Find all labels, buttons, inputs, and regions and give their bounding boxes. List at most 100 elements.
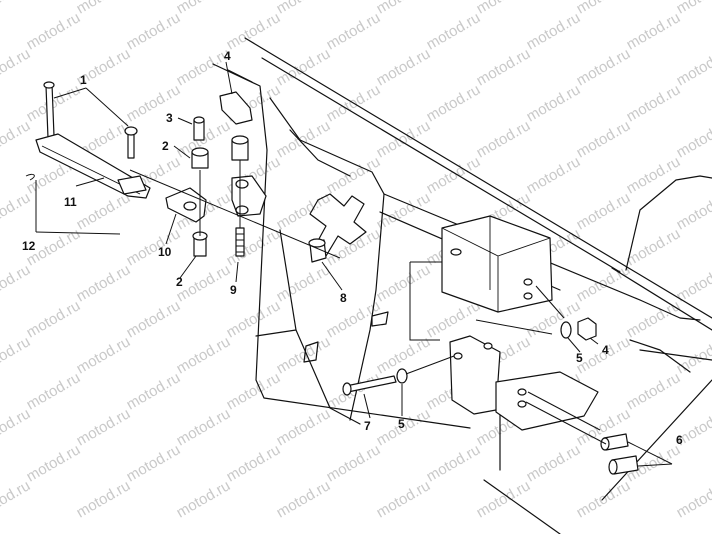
cotter-clip bbox=[25, 173, 35, 181]
watermark-text: motod.ru bbox=[624, 369, 684, 413]
watermark-text: motod.ru bbox=[624, 153, 684, 197]
callout-8: 8 bbox=[340, 291, 347, 305]
pin-lower bbox=[127, 131, 135, 159]
watermark-text: motod.ru bbox=[624, 81, 684, 125]
tie-rod-assembly bbox=[25, 81, 151, 235]
callout-5-left: 5 bbox=[398, 417, 405, 431]
watermark-text: motod.ru bbox=[74, 0, 134, 17]
watermark-text: motod.ru bbox=[524, 9, 584, 53]
nut bbox=[577, 317, 597, 341]
watermark-text: motod.ru bbox=[424, 81, 484, 125]
watermark-text: motod.ru bbox=[74, 405, 134, 449]
watermark-text: motod.ru bbox=[324, 225, 384, 269]
callout-4-right: 4 bbox=[602, 343, 609, 357]
watermark-text: motod.ru bbox=[0, 333, 33, 377]
watermark-text: motod.ru bbox=[674, 477, 712, 521]
watermark-text: motod.ru bbox=[0, 405, 33, 449]
callout-labels: 1 2 3 4 2 11 10 12 9 8 4 5 7 5 6 bbox=[22, 49, 683, 447]
right-bracket-assembly bbox=[342, 215, 639, 475]
watermark-text: motod.ru bbox=[24, 9, 84, 53]
watermark-text: motod.ru bbox=[74, 261, 134, 305]
watermark-text: motod.ru bbox=[274, 0, 334, 17]
pivot-bracket bbox=[165, 116, 209, 257]
callout-2-top: 2 bbox=[162, 139, 169, 153]
watermark-text: motod.ru bbox=[74, 477, 134, 521]
mounting-bracket bbox=[449, 335, 501, 415]
callout-leaders bbox=[53, 61, 673, 467]
watermark-text: motod.ru bbox=[124, 9, 184, 53]
callout-9: 9 bbox=[230, 283, 237, 297]
callout-10: 10 bbox=[158, 245, 172, 259]
module-box bbox=[441, 215, 553, 313]
watermark-text: motod.ru bbox=[474, 117, 534, 161]
watermark-text: motod.ru bbox=[224, 297, 284, 341]
watermark-text: motod.ru bbox=[174, 405, 234, 449]
callout-1: 1 bbox=[80, 73, 87, 87]
watermark-text: motod.ru bbox=[24, 441, 84, 485]
watermark-text: motod.ru bbox=[324, 9, 384, 53]
watermark-text: motod.ru bbox=[524, 81, 584, 125]
watermark-text: motod.ru bbox=[124, 441, 184, 485]
watermark-text: motod.ru bbox=[0, 45, 33, 89]
washer bbox=[560, 321, 572, 339]
watermark-text: motod.ru bbox=[524, 441, 584, 485]
watermark-text: motod.ru bbox=[574, 189, 634, 233]
watermark-text: motod.ru bbox=[224, 441, 284, 485]
callout-12: 12 bbox=[22, 239, 36, 253]
watermark-text: motod.ru bbox=[0, 117, 33, 161]
watermark-text: motod.ru bbox=[574, 261, 634, 305]
watermark-text: motod.ru bbox=[374, 477, 434, 521]
watermark-text: motod.ru bbox=[0, 477, 33, 521]
watermark-text: motod.ru bbox=[124, 369, 184, 413]
watermark-text: motod.ru bbox=[624, 9, 684, 53]
callout-11: 11 bbox=[64, 195, 77, 209]
watermark-text: motod.ru bbox=[374, 0, 434, 17]
callout-7: 7 bbox=[364, 419, 371, 433]
watermark-text: motod.ru bbox=[74, 189, 134, 233]
callout-4-top: 4 bbox=[224, 49, 231, 63]
watermark-text: motod.ru bbox=[674, 189, 712, 233]
watermark-text: motod.ru bbox=[574, 45, 634, 89]
watermark-text: motod.ru bbox=[424, 441, 484, 485]
watermark-text: motod.ru bbox=[174, 477, 234, 521]
callout-6: 6 bbox=[676, 433, 683, 447]
bolt-8 bbox=[308, 238, 327, 263]
assembly-lines bbox=[129, 160, 607, 445]
watermark-text: motod.ru bbox=[674, 117, 712, 161]
threaded-stud bbox=[235, 227, 245, 257]
watermark-text: motod.ru bbox=[224, 225, 284, 269]
watermark-text: motod.ru bbox=[174, 0, 234, 17]
watermark-text: motod.ru bbox=[274, 477, 334, 521]
watermark-text: motod.ru bbox=[674, 0, 712, 17]
watermark-text: motod.ru bbox=[574, 117, 634, 161]
callout-3: 3 bbox=[166, 111, 173, 125]
watermark-text: motod.ru bbox=[574, 0, 634, 17]
watermark-text: motod.ru bbox=[224, 369, 284, 413]
watermark-text: motod.ru bbox=[0, 261, 33, 305]
watermark-text: motod.ru bbox=[424, 9, 484, 53]
watermark-text: motod.ru bbox=[624, 297, 684, 341]
watermark-text: motod.ru bbox=[274, 189, 334, 233]
watermark-text: motod.ru bbox=[374, 261, 434, 305]
watermark-text: motod.ru bbox=[274, 117, 334, 161]
watermark-text: motod.ru bbox=[374, 45, 434, 89]
watermark-text: motod.ru bbox=[174, 333, 234, 377]
watermark-text: motod.ru bbox=[274, 405, 334, 449]
watermark-text: motod.ru bbox=[474, 0, 534, 17]
watermark-text: motod.ru bbox=[324, 441, 384, 485]
watermark-text: motod.ru bbox=[24, 369, 84, 413]
callout-5-right: 5 bbox=[576, 351, 583, 365]
watermark-text: motod.ru bbox=[0, 0, 33, 17]
watermark-text: motod.ru bbox=[124, 225, 184, 269]
watermark-text: motod.ru bbox=[274, 261, 334, 305]
watermark-text: motod.ru bbox=[124, 297, 184, 341]
pin-upper bbox=[45, 83, 55, 139]
watermark-text: motod.ru bbox=[624, 225, 684, 269]
watermark-text: motod.ru bbox=[124, 81, 184, 125]
watermark-text: motod.ru bbox=[0, 189, 33, 233]
watermark-text: motod.ru bbox=[224, 9, 284, 53]
watermark-text: motod.ru bbox=[524, 153, 584, 197]
watermark-text: motod.ru bbox=[674, 45, 712, 89]
